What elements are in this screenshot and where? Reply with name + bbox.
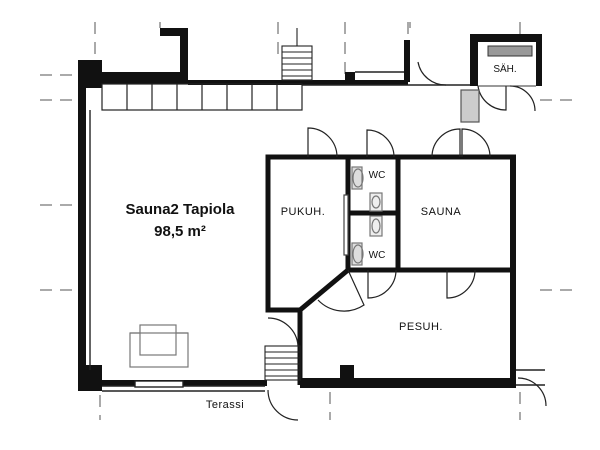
- door-pesuh: [446, 269, 476, 299]
- room-label-pesuh: PESUH.: [399, 321, 443, 333]
- door-far-right: [517, 377, 547, 407]
- thin-walls: [89, 71, 545, 392]
- top-wall-left: [160, 28, 188, 36]
- door-pukuh-top: [307, 127, 338, 158]
- stairs-bottom: [264, 345, 301, 381]
- toilet-upper: [351, 166, 364, 190]
- sah-wall-left: [470, 34, 478, 86]
- sah-wall-right: [536, 34, 542, 86]
- interior-walls: [265, 154, 516, 385]
- window-strip: [101, 83, 303, 111]
- sah-wall-top: [470, 34, 542, 42]
- door-wc-lower: [367, 269, 397, 299]
- bottom-wall-right: [300, 378, 515, 388]
- door-top-right-corner: [509, 85, 536, 112]
- stair-side-wall: [404, 40, 410, 82]
- plan-title: Sauna2 Tapiola: [126, 201, 236, 218]
- room-label-wc-lower: WC: [369, 250, 386, 261]
- room-label-sauna: SAUNA: [421, 206, 462, 218]
- fixtures: [129, 89, 480, 368]
- door-stair-left: [417, 61, 447, 86]
- left-wall: [78, 88, 86, 368]
- door-sah: [477, 85, 507, 111]
- terrace-label: Terassi: [206, 399, 244, 411]
- room-label-pukuh: PUKUH.: [281, 206, 326, 218]
- top-wall-right: [345, 72, 355, 84]
- room-label-sah: SÄH.: [493, 63, 516, 75]
- top-wall: [102, 72, 188, 84]
- door-sauna-top-right: [461, 128, 491, 158]
- top-notch-wall: [180, 28, 188, 76]
- door-bottom-right: [267, 389, 299, 421]
- room-label-wc-upper: WC: [369, 170, 386, 181]
- door-wc-top: [366, 129, 395, 158]
- grid-lines: [40, 22, 575, 420]
- sah-room: [478, 45, 536, 87]
- stairs-top: [281, 28, 313, 81]
- bottom-pillar: [340, 365, 354, 387]
- door-pukuh-pesuh: [317, 269, 365, 312]
- top-wall-mid: [188, 80, 408, 85]
- door-left-pukuh: [267, 317, 299, 347]
- sink-upper-2: [369, 192, 383, 212]
- sofa: [129, 324, 189, 368]
- doors: [267, 61, 547, 421]
- door-sauna-top-left: [431, 128, 461, 158]
- toilet-lower: [351, 242, 364, 266]
- bottom-wall-left: [102, 380, 267, 386]
- sink-upper: [369, 215, 383, 237]
- plan-area: 98,5 m²: [154, 223, 206, 240]
- corner-pillar-top-left: [78, 60, 102, 88]
